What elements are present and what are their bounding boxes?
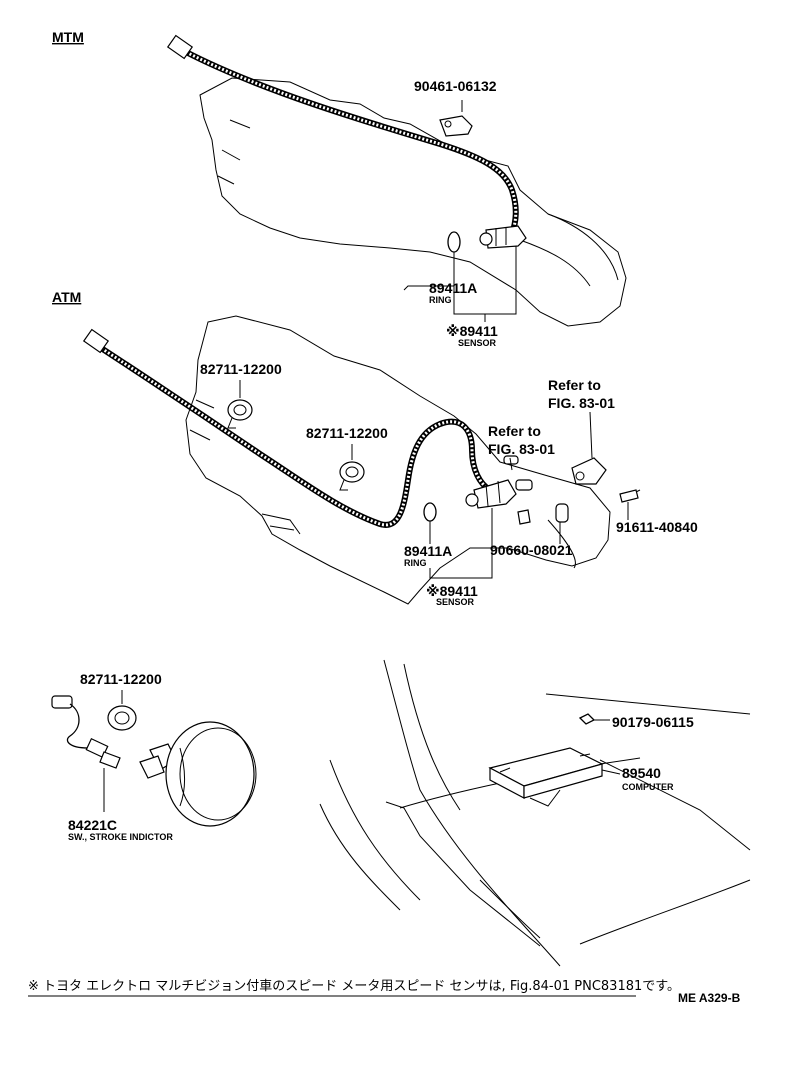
screw-part-number: 90179-06115 bbox=[612, 714, 694, 730]
mtm-speed-sensor bbox=[479, 225, 527, 249]
mtm-ring-leader bbox=[403, 252, 455, 291]
atm-sensor-name: SENSOR bbox=[436, 597, 475, 607]
footnote: ※ トヨタ エレクトロ マルチビジョン付車のスピード メータ用スピード センサは… bbox=[28, 979, 680, 994]
mtm-bracket-part-number: 90461-06132 bbox=[414, 78, 497, 94]
atm-gear-part bbox=[503, 455, 569, 525]
atm-clamp-2 bbox=[339, 461, 365, 491]
switch-part-number: 84221C bbox=[68, 817, 117, 833]
lower-clamp bbox=[107, 705, 137, 731]
stroke-indicator-switch bbox=[51, 695, 121, 769]
atm-section-title: ATM bbox=[52, 289, 81, 305]
atm-bolt-part-number: 91611-40840 bbox=[616, 519, 698, 535]
atm-sleeve-part-number: 90660-08021 bbox=[490, 542, 573, 558]
atm-ring-name: RING bbox=[404, 558, 427, 568]
mtm-sensor-name: SENSOR bbox=[458, 338, 497, 348]
mtm-ring-part-number: 89411A bbox=[429, 280, 477, 296]
atm-speed-sensor bbox=[465, 479, 517, 509]
mtm-section-title: MTM bbox=[52, 29, 84, 45]
atm-sensor-cable bbox=[82, 328, 493, 528]
vehicle-body-panel bbox=[319, 659, 751, 967]
mtm-bracket bbox=[439, 100, 473, 137]
atm-sensor-leader bbox=[429, 508, 493, 579]
atm-clamp1-part-number: 82711-12200 bbox=[200, 361, 282, 377]
atm-clamp2-part-number: 82711-12200 bbox=[306, 425, 388, 441]
computer-unit bbox=[488, 747, 604, 807]
atm-ring-part-number: 89411A bbox=[404, 543, 452, 559]
computer-name: COMPUTER bbox=[622, 782, 674, 792]
atm-refer-part bbox=[571, 457, 607, 485]
screw-icon bbox=[578, 713, 596, 725]
atm-refer2-line1: Refer to bbox=[488, 423, 541, 439]
lower-clamp-part-number: 82711-12200 bbox=[80, 671, 162, 687]
atm-refer2-line2: FIG. 83-01 bbox=[488, 441, 555, 457]
mtm-sensor-part-number: ※89411 bbox=[446, 323, 498, 339]
mtm-sensor-cable bbox=[166, 34, 519, 237]
atm-refer1-line1: Refer to bbox=[548, 377, 601, 393]
atm-refer1-line2: FIG. 83-01 bbox=[548, 395, 615, 411]
switch-name: SW., STROKE INDICTOR bbox=[68, 832, 173, 842]
computer-part-number: 89540 bbox=[622, 765, 661, 781]
atm-transmission-housing bbox=[185, 315, 611, 605]
brake-booster bbox=[139, 721, 257, 827]
atm-sensor-part-number: ※89411 bbox=[426, 583, 478, 599]
atm-bolt bbox=[619, 489, 641, 503]
mtm-ring-name: RING bbox=[429, 295, 452, 305]
figure-code: ME A329-B bbox=[678, 991, 741, 1005]
mtm-transmission-housing bbox=[199, 77, 627, 327]
atm-clamp-1 bbox=[227, 399, 253, 429]
mtm-ring-icon bbox=[447, 231, 461, 253]
atm-ring-icon bbox=[423, 502, 437, 522]
